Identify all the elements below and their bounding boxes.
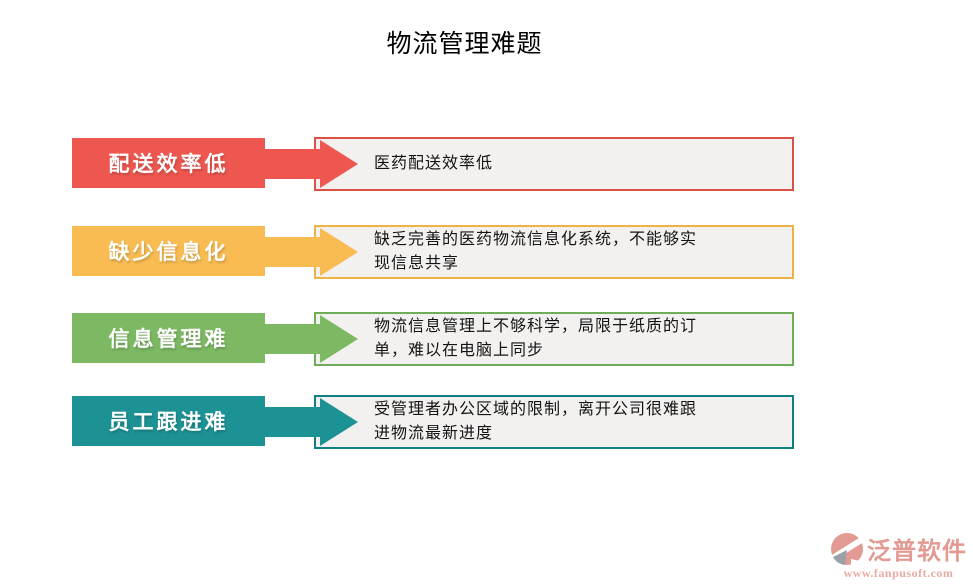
brand-url-link[interactable]: www.fanpusoft.com [843, 566, 954, 580]
row-delivery-efficiency: 医药配送效率低 配送效率低 [0, 137, 973, 191]
description-text: 医药配送效率低 [374, 155, 494, 172]
label-box: 配送效率低 [72, 138, 265, 188]
description-text: 受管理者办公区域的限制，离开公司很难跟进物流最新进度 [374, 401, 698, 442]
arrow-shaft [256, 407, 322, 437]
arrow-right-icon [320, 140, 358, 188]
arrow-right-icon [320, 228, 358, 276]
label-box: 信息管理难 [72, 313, 265, 363]
description-box: 医药配送效率低 [314, 137, 794, 191]
brand-name: 泛普软件 [867, 538, 967, 565]
brand-logo: 泛普软件 www.fanpusoft.com [830, 531, 967, 581]
arrow-shaft [256, 324, 322, 354]
brand-logo-row: 泛普软件 [830, 531, 967, 566]
row-staff-followup: 受管理者办公区域的限制，离开公司很难跟进物流最新进度 员工跟进难 [0, 395, 973, 449]
label-box: 缺少信息化 [72, 226, 265, 276]
page-title: 物流管理难题 [386, 30, 543, 58]
row-info-management: 物流信息管理上不够科学，局限于纸质的订单，难以在电脑上同步 信息管理难 [0, 312, 973, 366]
arrow-right-icon [320, 398, 358, 446]
arrow-shaft [256, 149, 322, 179]
description-text: 缺乏完善的医药物流信息化系统，不能够实现信息共享 [374, 231, 698, 272]
arrow-shaft [256, 237, 322, 267]
label-text: 信息管理难 [108, 328, 229, 351]
description-box: 缺乏完善的医药物流信息化系统，不能够实现信息共享 [314, 225, 794, 279]
row-lack-informatization: 缺乏完善的医药物流信息化系统，不能够实现信息共享 缺少信息化 [0, 225, 973, 279]
label-text: 配送效率低 [108, 153, 229, 176]
label-text: 员工跟进难 [108, 411, 229, 434]
fanpu-logo-icon [830, 532, 864, 565]
label-box: 员工跟进难 [72, 396, 265, 446]
description-box: 物流信息管理上不够科学，局限于纸质的订单，难以在电脑上同步 [314, 312, 794, 366]
arrow-right-icon [320, 315, 358, 363]
label-text: 缺少信息化 [108, 241, 229, 264]
description-box: 受管理者办公区域的限制，离开公司很难跟进物流最新进度 [314, 395, 794, 449]
description-text: 物流信息管理上不够科学，局限于纸质的订单，难以在电脑上同步 [374, 318, 698, 359]
